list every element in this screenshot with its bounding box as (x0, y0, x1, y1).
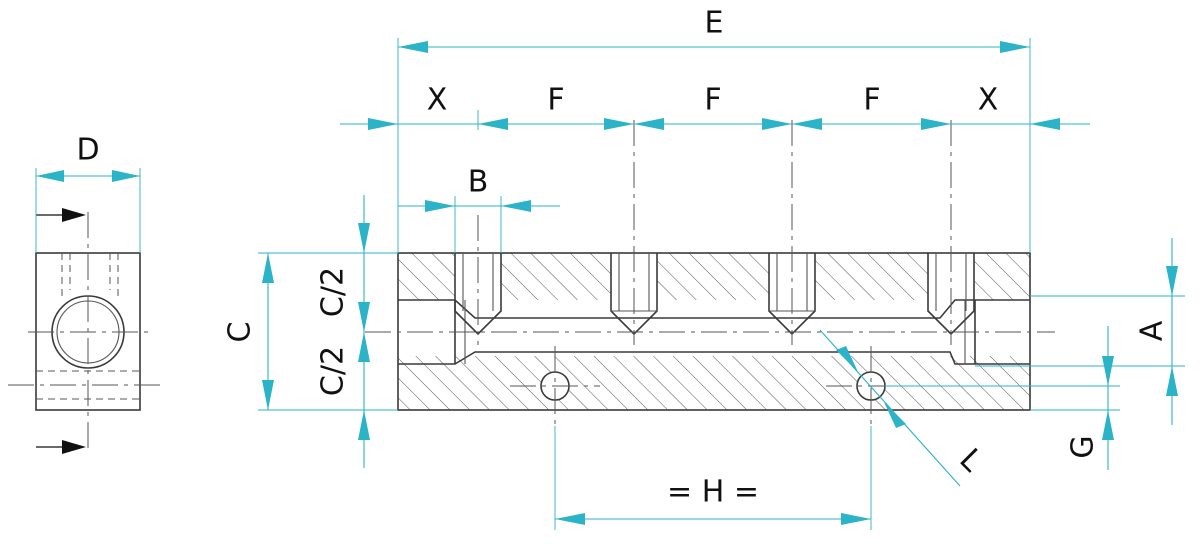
dimension-label-g: G (1066, 435, 1101, 458)
side-view: D (8, 133, 166, 454)
dimension-label-l: L (952, 442, 989, 479)
dimension-label-b: B (468, 165, 489, 200)
dimension-label-c-half-bottom: C/2 (316, 346, 351, 396)
dimension-label-f2: F (704, 83, 721, 118)
dimension-label-e: E (705, 6, 724, 41)
dimension-label-c: C (223, 322, 258, 343)
front-section-view (365, 120, 1055, 426)
section-arrow-bottom (62, 440, 86, 454)
dimension-label-c-half-top: C/2 (316, 267, 351, 317)
dimension-label-x-left: X (427, 83, 448, 118)
dimensions: E X F F F X B C C/2 (223, 6, 1185, 530)
dimension-label-f1: F (547, 83, 564, 118)
dimension-label-h: = H = (667, 475, 759, 510)
dimension-label-f3: F (863, 83, 880, 118)
dimension-label-d: D (76, 133, 99, 168)
section-arrow-top (62, 208, 86, 222)
dimension-label-a: A (1135, 320, 1170, 341)
dimension-label-x-right: X (978, 83, 999, 118)
